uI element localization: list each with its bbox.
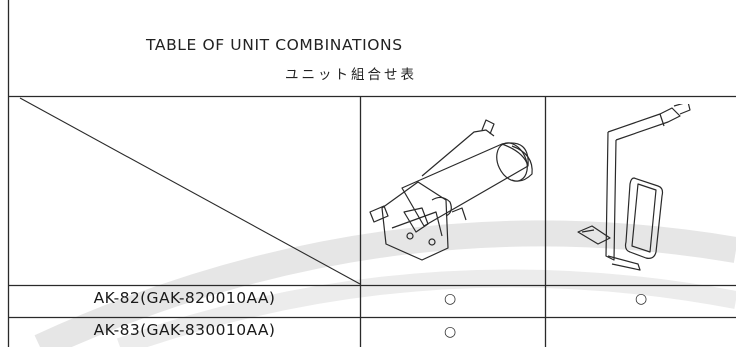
mirror-bracket-icon [577,104,691,271]
combination-mark: ○ [444,291,457,307]
table-row-model-ak83: AK-83(GAK-830010AA) [93,321,276,339]
combination-mark: ○ [444,324,457,340]
table-title-block [8,0,736,96]
combination-mark: ○ [635,291,648,307]
table-title-english: TABLE OF UNIT COMBINATIONS [146,36,403,54]
motor-unit-icon [369,119,533,261]
table-row-model-ak82: AK-82(GAK-820010AA) [93,289,276,307]
table-title-japanese: ユニット組合せ表 [285,67,417,83]
